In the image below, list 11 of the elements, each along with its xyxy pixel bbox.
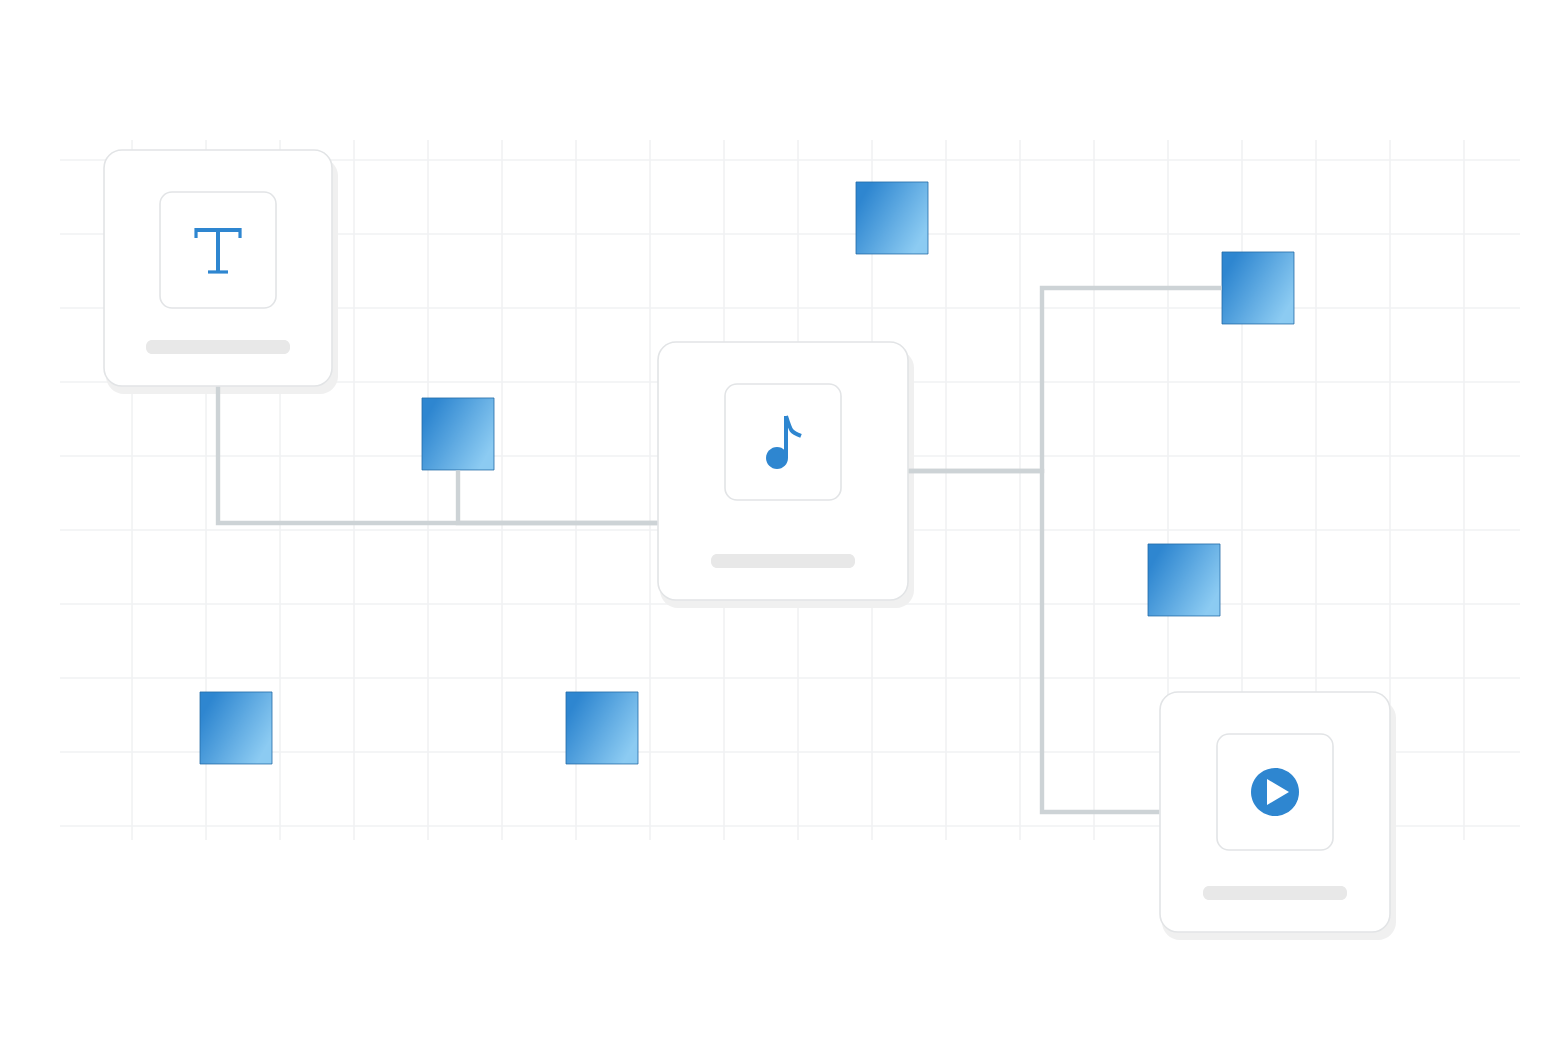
square xyxy=(1147,543,1221,617)
square xyxy=(855,181,929,255)
square xyxy=(421,397,495,471)
card xyxy=(1159,691,1396,940)
square xyxy=(565,691,639,765)
card xyxy=(657,341,914,608)
connector xyxy=(908,468,1160,815)
square xyxy=(199,691,273,765)
card xyxy=(103,149,338,394)
connector xyxy=(455,470,658,526)
square xyxy=(1221,251,1295,325)
